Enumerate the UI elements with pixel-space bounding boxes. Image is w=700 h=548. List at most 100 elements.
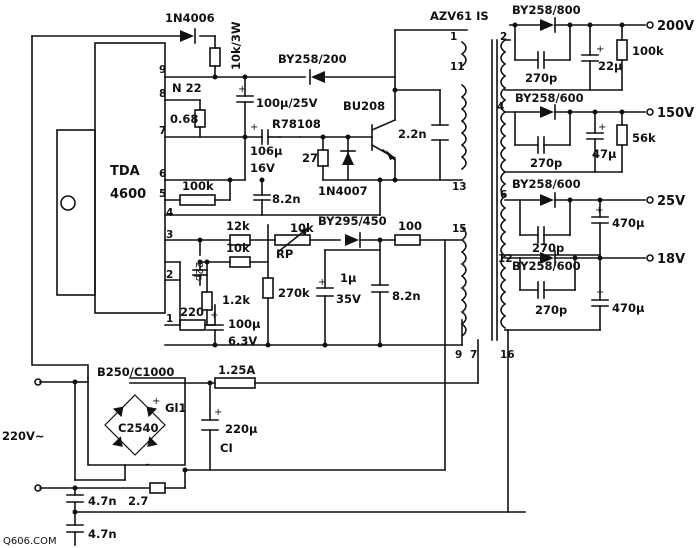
output-200v: BY258/800 270p + 22µ 100k 200V — [504, 3, 694, 91]
cap-2-2n: 2.2n — [398, 124, 449, 141]
label-27: 27 — [302, 151, 318, 165]
resistor-100: 100 — [394, 219, 422, 246]
label-22p: 22p — [193, 262, 204, 281]
plus-sign-4: + — [210, 310, 218, 321]
label-0-68: 0.68 — [170, 112, 198, 126]
resistor-220: 220 — [179, 305, 206, 331]
label-18v: 18V — [657, 252, 685, 267]
label-fuse: 1.25A — [218, 363, 255, 377]
label-16v: 16V — [250, 161, 275, 175]
label-47u: 47µ — [592, 147, 617, 161]
bridge-rectifier: B250/C1000 C2540 Gl1 + - — [97, 365, 186, 471]
resistor-10k-3w: 10k/3W — [209, 21, 243, 70]
plus-sign-3: + — [318, 277, 326, 288]
ic-tda4600: TDA 4600 — [56, 42, 166, 314]
cap-4-7n-a: 4.7n — [66, 494, 117, 508]
resistor-12k: 12k — [226, 219, 251, 246]
plus-150: + — [598, 122, 606, 133]
label-100u-b: 100µ — [228, 317, 261, 331]
resistor-0-68: N 22 0.68 — [170, 81, 206, 128]
resistor-100k: 100k — [179, 179, 216, 206]
label-270p-150: 270p — [530, 156, 562, 170]
resistor-27: 27 — [302, 149, 329, 167]
bridge-plus: + — [152, 396, 160, 407]
resistor-270k: 270k — [262, 277, 310, 300]
bridge-minus: - — [145, 457, 150, 471]
label-1u: 1µ — [340, 271, 357, 285]
label-by258-600-c: BY258/600 — [512, 259, 581, 273]
cap-100u-6-3v: + 100µ 6.3V — [206, 310, 261, 348]
resistor-2-7: 2.7 — [128, 482, 166, 508]
junction-dots — [72, 22, 625, 515]
transformer-windings — [460, 38, 511, 338]
output-150v: BY258/600 270p + 47µ 56k 150V — [504, 91, 694, 173]
label-220: 220 — [180, 305, 204, 319]
label-100k-out: 100k — [632, 44, 664, 58]
plus-25: + — [595, 205, 603, 216]
plus-sign: + — [238, 84, 246, 95]
potentiometer-10k: 10k RP — [274, 221, 314, 261]
pin-4: 4 — [166, 207, 173, 219]
label-1n4006: 1N4006 — [165, 11, 215, 25]
label-150v: 150V — [657, 106, 694, 121]
label-470u-b: 470µ — [612, 301, 645, 315]
resistor-r78108: R78108 — [272, 117, 321, 131]
label-470u-a: 470µ — [612, 216, 645, 230]
transformer-name: AZV61 IS — [430, 9, 489, 23]
label-6-3v: 6.3V — [228, 334, 257, 348]
tr-pin-4: 4 — [497, 101, 504, 113]
label-by295-450: BY295/450 — [318, 214, 387, 228]
tr-pin-2: 2 — [500, 31, 507, 43]
label-200v: 200V — [657, 19, 694, 34]
ic-number: 4600 — [110, 187, 146, 202]
label-2-7: 2.7 — [128, 494, 148, 508]
tr-pin-7: 7 — [470, 349, 477, 361]
tr-pin-1: 1 — [450, 31, 457, 43]
label-270k: 270k — [278, 286, 310, 300]
mains-input: 220V~ — [2, 378, 45, 492]
label-2-2n: 2.2n — [398, 127, 427, 141]
label-b250-c1000: B250/C1000 — [97, 365, 174, 379]
label-8-2n-a: 8.2n — [272, 192, 301, 206]
label-gl1: Gl1 — [165, 401, 186, 415]
output-25v: BY258/600 270p + 470µ 25V — [504, 177, 685, 256]
label-8-2n-b: 8.2n — [392, 289, 421, 303]
tr-pin-16: 16 — [500, 349, 515, 361]
ic-name: TDA — [110, 164, 140, 179]
pin-7: 7 — [159, 125, 166, 137]
diode-by295-450: BY295/450 — [318, 214, 387, 248]
tr-pin-15: 15 — [452, 223, 467, 235]
tr-pin-12: 12 — [498, 253, 513, 265]
ic-pin-labels: 9 8 7 6 5 4 3 2 1 — [159, 64, 173, 325]
label-220u: 220µ — [225, 422, 258, 436]
label-c2540: C2540 — [118, 421, 158, 435]
label-4-7n-b: 4.7n — [88, 527, 117, 541]
label-270p-18: 270p — [535, 303, 567, 317]
label-by258-600-b: BY258/600 — [512, 177, 581, 191]
pin-1: 1 — [166, 313, 173, 325]
tr-pin-6: 6 — [500, 189, 507, 201]
diode-1n4007: 1N4007 — [318, 150, 368, 198]
label-by258-200: BY258/200 — [278, 52, 347, 66]
output-18v: BY258/600 270p + 470µ 18V — [504, 250, 685, 331]
cap-106u: + 106µ 16V — [250, 122, 283, 175]
label-by258-600-a: BY258/600 — [515, 91, 584, 105]
label-270p-25: 270p — [532, 241, 564, 255]
label-10k-3w: 10k/3W — [229, 21, 243, 70]
label-1-2k: 1.2k — [222, 293, 250, 307]
label-rp: RP — [276, 247, 293, 261]
label-106u: 106µ — [250, 144, 283, 158]
label-35v: 35V — [336, 292, 361, 306]
transistor-bu208: BU208 — [343, 99, 397, 160]
label-270p-200: 270p — [525, 71, 557, 85]
pin-5: 5 — [159, 188, 166, 200]
label-ci: CI — [220, 441, 233, 455]
tr-pin-13: 13 — [452, 181, 467, 193]
label-100: 100 — [398, 219, 422, 233]
label-22u: 22µ — [598, 59, 623, 73]
transformer-labels: AZV61 IS 1 2 11 4 13 6 15 12 9 7 16 — [430, 9, 515, 361]
label-100u-25v: 100µ/25V — [256, 96, 318, 110]
label-n22: N 22 — [172, 81, 202, 95]
label-10k-b: 10k — [226, 241, 250, 255]
